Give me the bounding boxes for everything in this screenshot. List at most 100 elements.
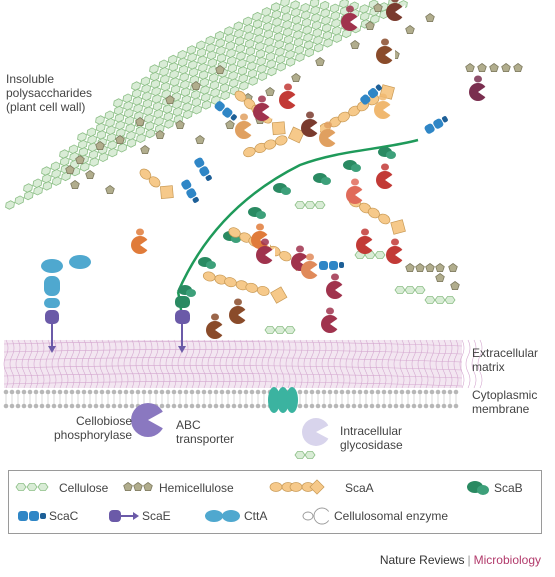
lipid-head	[9, 389, 15, 395]
lipid-head	[255, 389, 261, 395]
lipid-head	[435, 389, 441, 395]
legend-item-scab: ScaB	[494, 481, 523, 495]
lipid-head	[399, 403, 405, 409]
intracellular-glycosidase	[294, 418, 331, 459]
label-line: Cellobiose	[76, 414, 133, 428]
lipid-head	[225, 389, 231, 395]
lipid-head	[69, 403, 75, 409]
hemicellulose-unit	[70, 180, 80, 190]
hemicellulose-unit	[415, 263, 425, 273]
lipid-head	[81, 403, 87, 409]
cellulosomal-enzyme-unit	[235, 113, 254, 139]
hemicellulose-unit	[450, 281, 460, 291]
cellulose-unit	[394, 286, 406, 294]
cellulosomal-enzyme-unit	[386, 238, 405, 264]
label-line: glycosidase	[340, 438, 403, 452]
cellulosomal-enzyme-unit	[376, 38, 395, 64]
lipid-head	[369, 389, 375, 395]
lipid-head	[177, 389, 183, 395]
cellulosomal-enzyme-unit	[341, 5, 360, 31]
hemicellulose-unit	[350, 40, 360, 50]
cellulosomal-enzyme-unit	[301, 111, 320, 137]
lipid-head	[9, 403, 15, 409]
lipid-head	[423, 389, 429, 395]
lipid-head	[297, 389, 303, 395]
lipid-head	[51, 403, 57, 409]
lipid-head	[357, 389, 363, 395]
cellulosomal-enzyme-unit	[253, 95, 272, 121]
lipid-head	[333, 403, 339, 409]
cellulosomal-enzyme-unit	[279, 83, 298, 109]
label-line: (plant cell wall)	[6, 100, 86, 114]
cellulosomal-enzyme-unit	[376, 163, 395, 189]
label-abc-transporter: ABC transporter	[176, 418, 234, 446]
lipid-head	[423, 403, 429, 409]
cellulose-unit	[166, 53, 180, 66]
ctta-anchor-left	[41, 255, 91, 353]
cellulose-unit	[264, 326, 276, 334]
lipid-head	[387, 403, 393, 409]
lipid-head	[99, 389, 105, 395]
hemicellulose-unit	[105, 185, 115, 195]
lipid-head	[189, 403, 195, 409]
abc-transporter	[268, 387, 298, 413]
lipid-head	[45, 403, 51, 409]
lipid-head	[393, 403, 399, 409]
cellulosomal-enzyme-unit	[131, 228, 150, 254]
lipid-head	[453, 403, 459, 409]
cellulose-unit	[298, 1, 312, 14]
lipid-head	[369, 403, 375, 409]
cellulose-unit	[314, 201, 326, 209]
cellulose-unit	[274, 326, 286, 334]
cellulose-unit	[250, 10, 264, 23]
cellulose-unit	[147, 63, 161, 75]
cellulose-unit	[318, 0, 331, 12]
label-intracellular-glycosidase: Intracellular glycosidase	[340, 424, 403, 452]
lipid-head	[315, 389, 321, 395]
lipid-head	[87, 403, 93, 409]
lipid-head	[381, 403, 387, 409]
lipid-head	[447, 403, 453, 409]
lipid-head	[213, 389, 219, 395]
scab-unit	[273, 183, 291, 195]
lipid-head	[159, 403, 165, 409]
cellulosomal-enzymes	[131, 0, 488, 339]
cellulose-unit	[288, 0, 302, 11]
scab-unit	[313, 173, 331, 185]
label-line: Cytoplasmic	[472, 388, 538, 402]
lipid-head	[183, 389, 189, 395]
credit-separator: |	[467, 553, 471, 567]
lipid-head	[105, 389, 111, 395]
lipid-head	[93, 389, 99, 395]
cellulose-unit	[12, 194, 26, 206]
cellulose-unit	[414, 286, 426, 294]
lipid-head	[327, 389, 333, 395]
lipid-head	[201, 403, 207, 409]
cellulose-unit	[259, 6, 273, 18]
cellulose-unit	[269, 1, 283, 13]
lipid-head	[39, 389, 45, 395]
lipid-head	[75, 389, 81, 395]
scac-unit	[319, 261, 344, 270]
label-line: ABC	[176, 418, 201, 432]
lipid-head	[429, 403, 435, 409]
lipid-head	[351, 403, 357, 409]
lipid-head	[147, 389, 153, 395]
cellulose-unit	[357, 3, 371, 15]
cellulosomal-enzyme-unit	[251, 223, 270, 249]
lipid-head	[345, 403, 351, 409]
cellulose-unit	[84, 126, 98, 138]
cellulose-unit	[138, 75, 152, 87]
lipid-head	[375, 389, 381, 395]
cellulosomal-enzyme-unit	[319, 121, 338, 147]
lipid-head	[15, 403, 21, 409]
hemicellulose-unit	[448, 263, 458, 273]
cellulosomal-enzyme-unit	[229, 298, 248, 324]
label-line: membrane	[472, 402, 530, 416]
hemicellulose-unit	[265, 87, 275, 96]
lipid-head	[231, 389, 237, 395]
scae-icon	[109, 510, 139, 522]
lipid-head	[411, 403, 417, 409]
label-extracellular-matrix: Extracellular matrix	[472, 346, 538, 374]
cellulose-unit	[3, 199, 17, 211]
